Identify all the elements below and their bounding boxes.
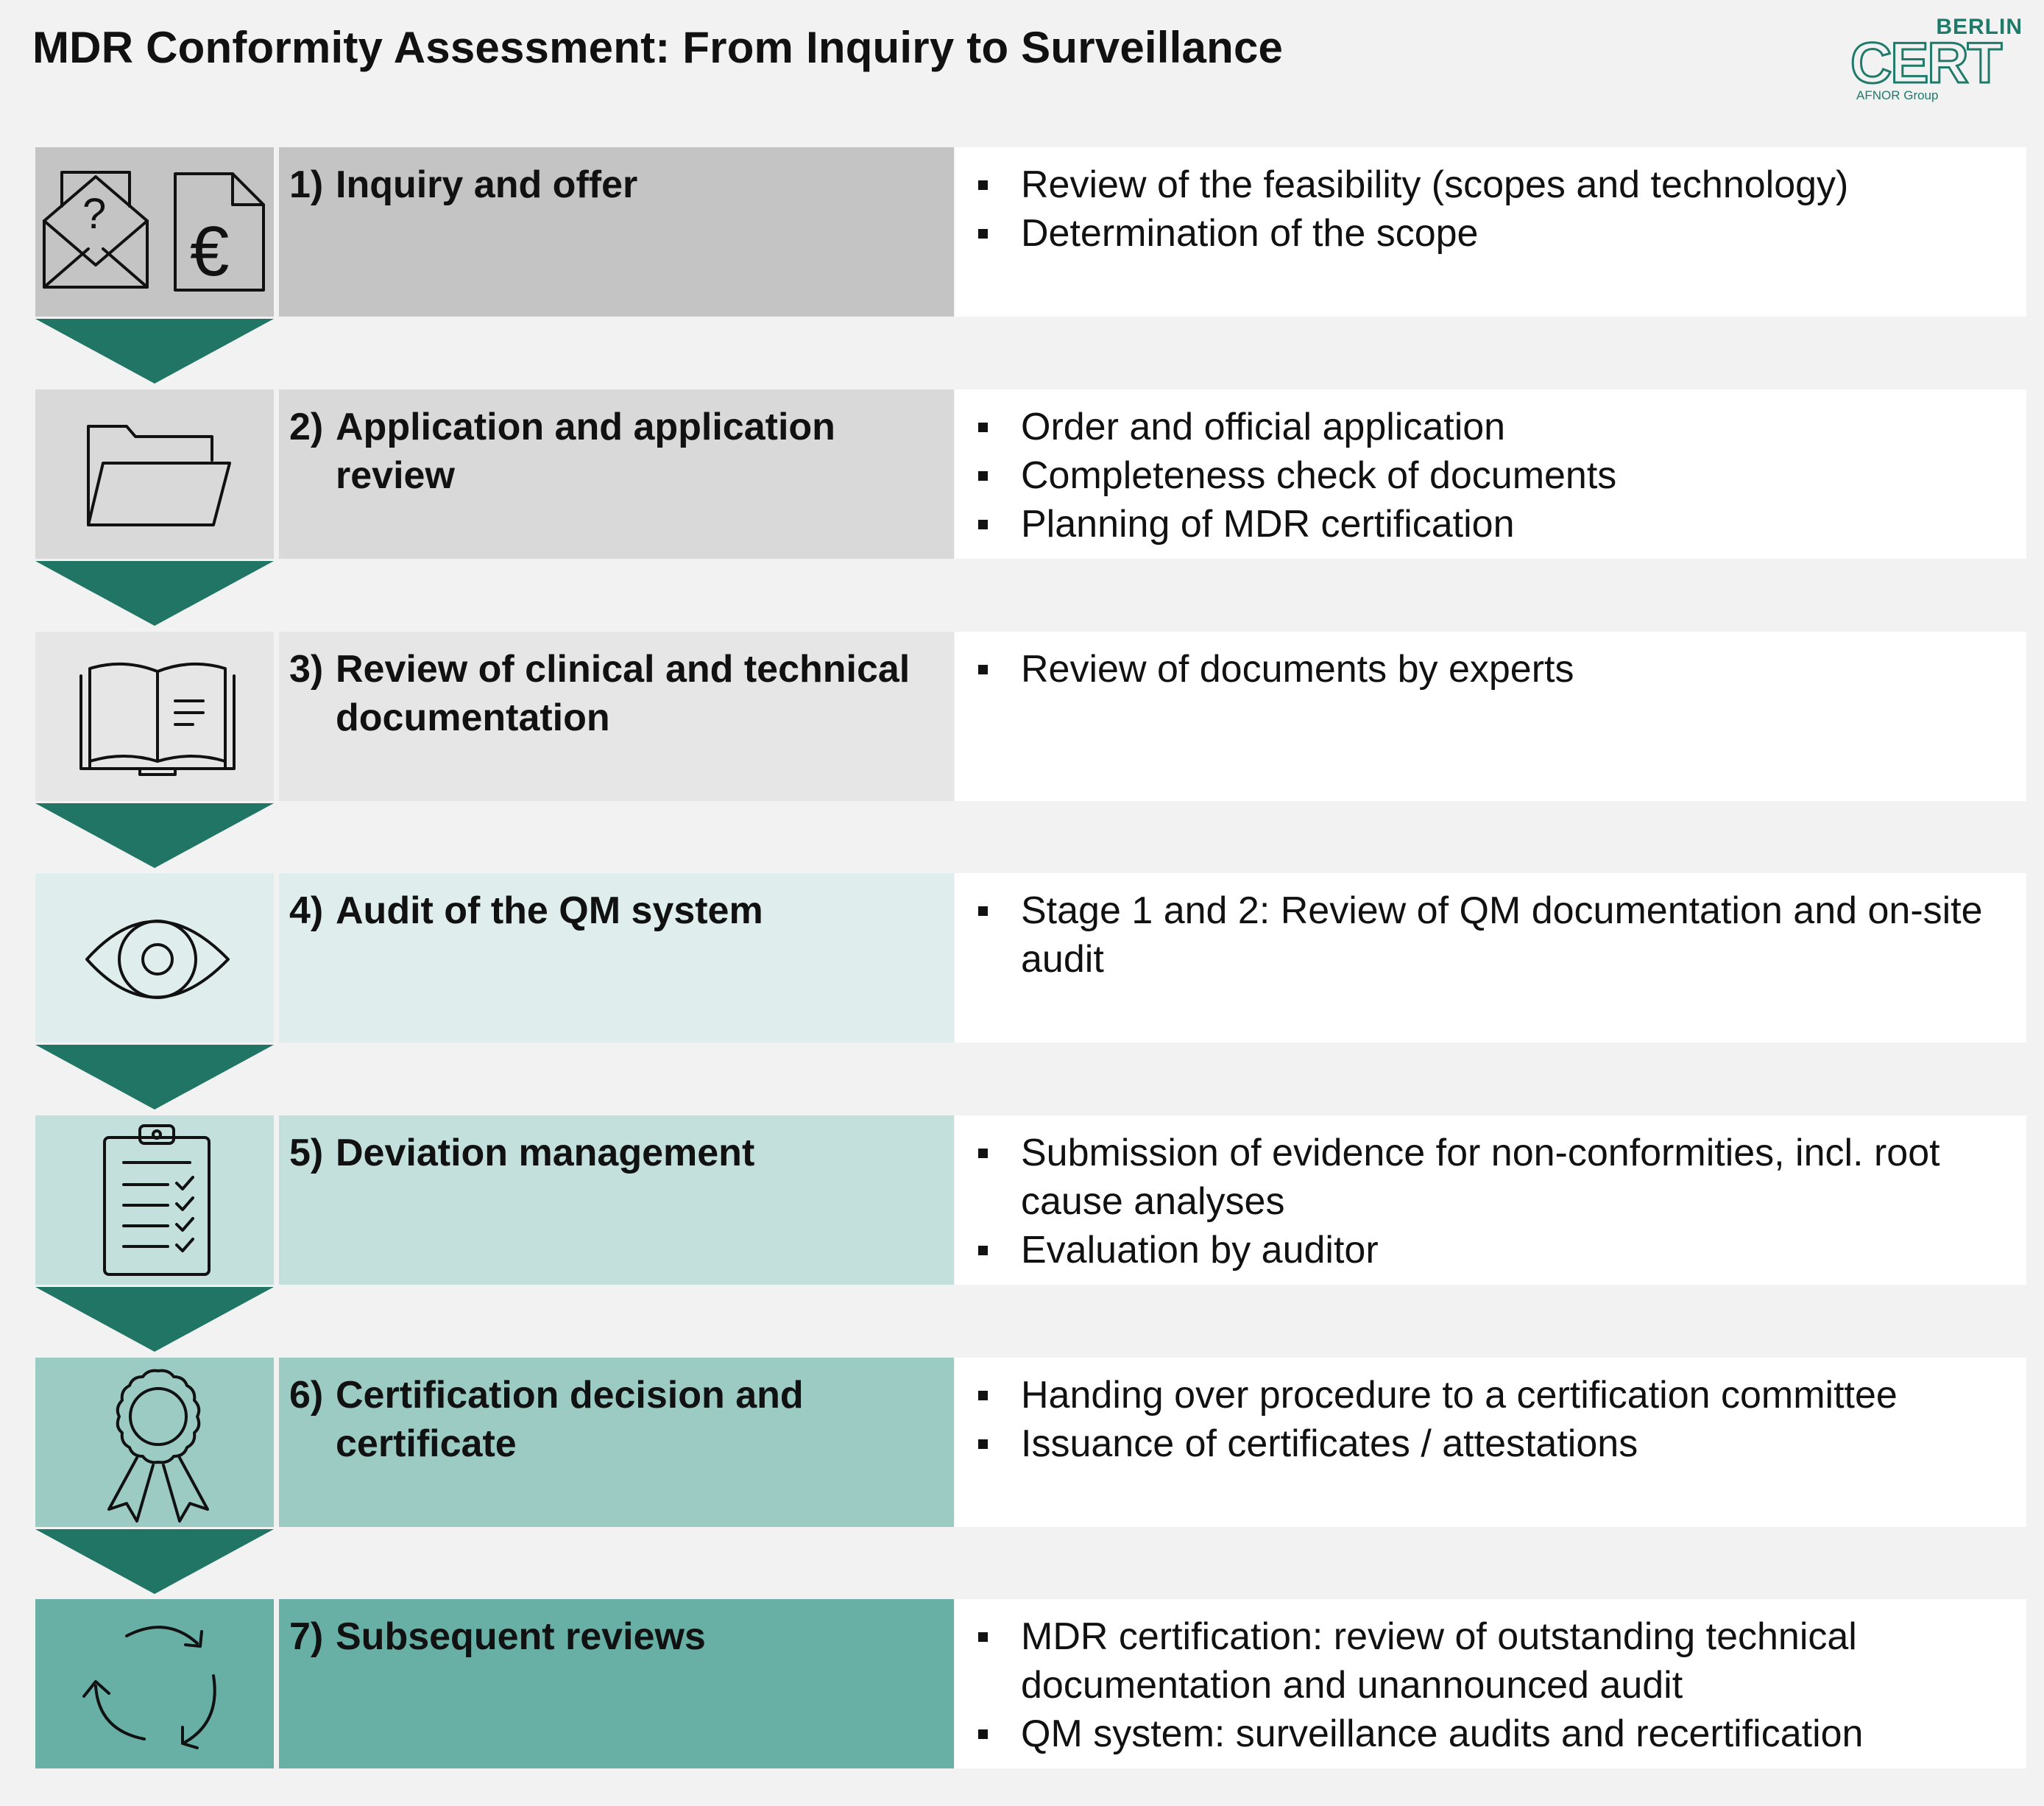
step-5-number: 5)	[289, 1132, 324, 1174]
step-7-bullet: QM system: surveillance audits and recer…	[975, 1710, 2012, 1758]
step-3-icon-cell	[35, 632, 274, 801]
step-arrow-4	[35, 1045, 274, 1110]
logo-cert-wordmark: CERT	[1850, 40, 2004, 91]
step-3-title: Review of clinical and technical documen…	[336, 648, 910, 739]
step-7: 7) Subsequent reviews MDR certification:…	[35, 1599, 2026, 1768]
step-1-title: Inquiry and offer	[336, 163, 638, 206]
step-4-icon-cell	[35, 873, 274, 1043]
step-4-label-cell: 4) Audit of the QM system	[279, 873, 954, 1043]
step-1-bullet: Review of the feasibility (scopes and te…	[975, 161, 2012, 209]
step-2-title: Application and application review	[336, 406, 835, 497]
step-2-icon-cell	[35, 389, 274, 559]
svg-text:?: ?	[82, 190, 106, 238]
berlin-cert-logo: BERLIN CERT AFNOR Group	[1840, 10, 2031, 106]
step-7-bullet: MDR certification: review of outstanding…	[975, 1612, 2012, 1710]
step-4-number: 4)	[289, 889, 324, 932]
step-6-description: Handing over procedure to a certificatio…	[955, 1358, 2026, 1527]
step-5-description: Submission of evidence for non-conformit…	[955, 1115, 2026, 1285]
step-5-title: Deviation management	[336, 1132, 755, 1174]
step-6-number: 6)	[289, 1374, 324, 1417]
step-7-label-cell: 7) Subsequent reviews	[279, 1599, 954, 1768]
step-4-description: Stage 1 and 2: Review of QM documentatio…	[955, 873, 2026, 1043]
step-1-description: Review of the feasibility (scopes and te…	[955, 147, 2026, 317]
step-5-icon-cell	[35, 1115, 274, 1285]
envelope-question-icon: ?	[43, 171, 149, 289]
step-2-bullet: Order and official application	[975, 403, 2012, 451]
step-3-label-cell: 3) Review of clinical and technical docu…	[279, 632, 954, 801]
step-6-bullet: Handing over procedure to a certificatio…	[975, 1371, 2012, 1419]
step-arrow-1	[35, 319, 274, 384]
step-arrow-6	[35, 1529, 274, 1594]
step-7-number: 7)	[289, 1615, 324, 1658]
step-3: 3) Review of clinical and technical docu…	[35, 632, 2026, 801]
step-4-bullet: Stage 1 and 2: Review of QM documentatio…	[975, 886, 2012, 984]
step-arrow-5	[35, 1287, 274, 1352]
step-1: ? € 1) Inquiry and offer Review of the f…	[35, 147, 2026, 317]
step-2: 2) Application and application review Or…	[35, 389, 2026, 559]
step-2-bullet: Completeness check of documents	[975, 451, 2012, 500]
cycle-arrows-icon	[82, 1626, 216, 1749]
page-title: MDR Conformity Assessment: From Inquiry …	[32, 23, 1284, 72]
step-7-icon-cell	[35, 1599, 274, 1768]
step-6-title: Certification decision and certificate	[336, 1374, 804, 1465]
step-4: 4) Audit of the QM system Stage 1 and 2:…	[35, 873, 2026, 1043]
open-book-icon	[79, 662, 236, 776]
step-6-label-cell: 6) Certification decision and certificat…	[279, 1358, 954, 1527]
step-4-title: Audit of the QM system	[336, 889, 763, 932]
step-3-number: 3)	[289, 648, 324, 691]
step-arrow-2	[35, 561, 274, 626]
euro-document-icon: €	[174, 172, 265, 292]
step-3-description: Review of documents by experts	[955, 632, 2026, 801]
open-folder-icon	[87, 425, 231, 526]
step-5: 5) Deviation management Submission of ev…	[35, 1115, 2026, 1285]
step-5-label-cell: 5) Deviation management	[279, 1115, 954, 1285]
step-6-bullet: Issuance of certificates / attestations	[975, 1419, 2012, 1468]
step-6: 6) Certification decision and certificat…	[35, 1358, 2026, 1527]
step-7-title: Subsequent reviews	[336, 1615, 706, 1658]
logo-afnor-text: AFNOR Group	[1856, 88, 1939, 102]
step-2-bullet: Planning of MDR certification	[975, 500, 2012, 548]
step-2-number: 2)	[289, 406, 324, 448]
step-1-label-cell: 1) Inquiry and offer	[279, 147, 954, 317]
svg-text:CERT: CERT	[1850, 40, 2002, 91]
step-3-bullet: Review of documents by experts	[975, 645, 2012, 694]
eye-icon	[85, 920, 230, 999]
award-rosette-icon	[107, 1369, 209, 1523]
step-2-label-cell: 2) Application and application review	[279, 389, 954, 559]
step-7-description: MDR certification: review of outstanding…	[955, 1599, 2026, 1768]
step-5-bullet: Evaluation by auditor	[975, 1226, 2012, 1274]
clipboard-checklist-icon	[103, 1124, 211, 1276]
step-5-bullet: Submission of evidence for non-conformit…	[975, 1129, 2012, 1226]
logo-berlin-text: BERLIN	[1936, 15, 2023, 39]
svg-text:€: €	[190, 212, 229, 291]
step-2-description: Order and official application Completen…	[955, 389, 2026, 559]
step-arrow-3	[35, 803, 274, 868]
step-6-icon-cell	[35, 1358, 274, 1527]
step-1-bullet: Determination of the scope	[975, 209, 2012, 258]
step-1-icon-cell: ? €	[35, 147, 274, 317]
step-1-number: 1)	[289, 163, 324, 206]
